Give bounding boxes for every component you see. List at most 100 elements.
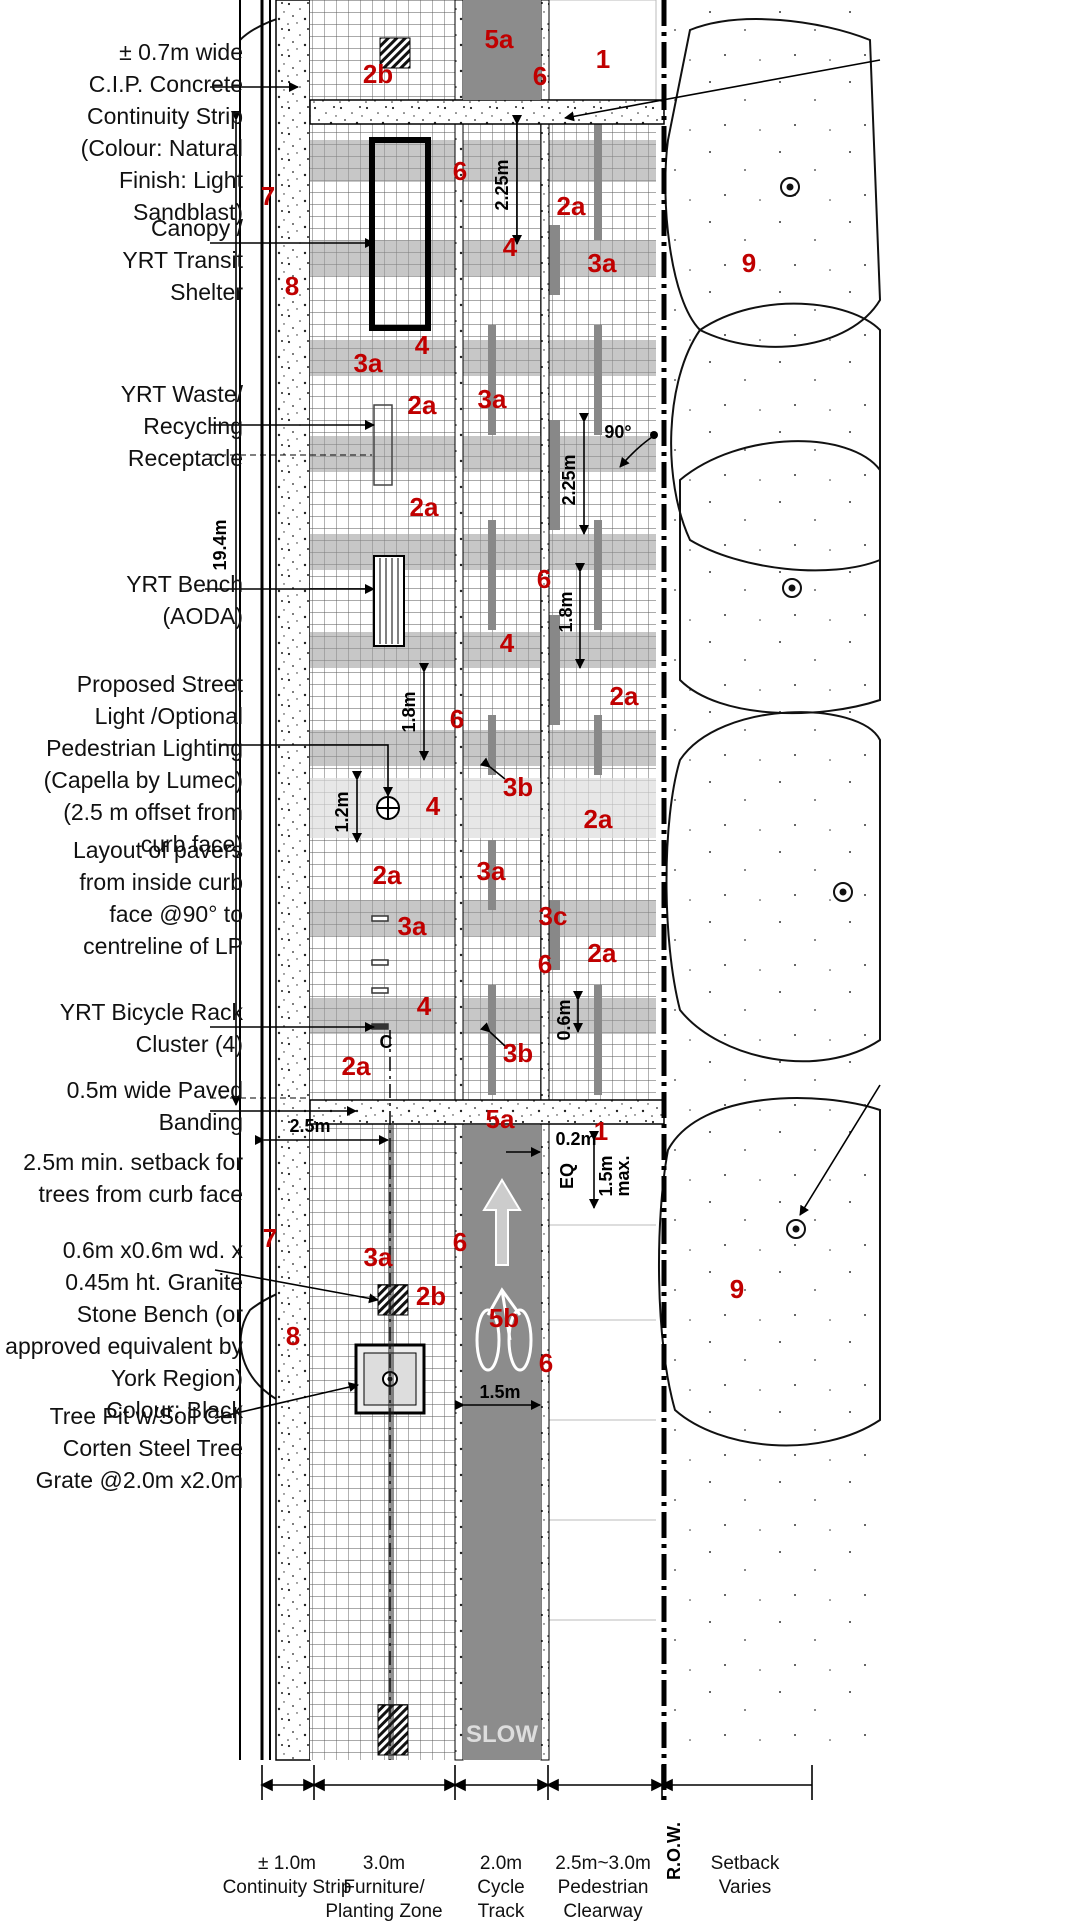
key-number-6: 6 [538, 949, 552, 979]
zone-name: Furniture/ Planting Zone [325, 1877, 443, 1922]
key-number-6: 6 [453, 1227, 467, 1257]
bicycle-symbol-icon [475, 1287, 533, 1372]
key-number-3a: 3a [354, 348, 383, 378]
curb-lines [239, 0, 271, 1760]
dim-1-8-right: 1.8m [556, 591, 576, 632]
cycle-track [462, 120, 542, 1120]
transit-shelter [369, 137, 431, 331]
setback-zone [664, 0, 879, 1760]
dim-2-25-top: 2.25m [492, 159, 512, 210]
callout-bike-rack: YRT Bicycle Rack Cluster (4) [59, 999, 243, 1057]
zone-width: 2.0m [479, 1853, 523, 1874]
key-number-2a: 2a [584, 804, 613, 834]
zone-setback: Setback Varies [690, 1828, 800, 1900]
dim-2-5: 2.5m [289, 1116, 330, 1136]
zone-dimension [260, 1765, 813, 1800]
callout-street-light: Proposed Street Light /Optional Pedestri… [43, 671, 243, 857]
key-number-1: 1 [596, 44, 610, 74]
key-number-1: 1 [594, 1116, 608, 1146]
key-number-6: 6 [450, 704, 464, 734]
key-number-2a: 2a [373, 860, 402, 890]
key-number-8: 8 [285, 271, 299, 301]
dim-eq: EQ [557, 1163, 577, 1189]
key-number-3c: 3c [539, 901, 568, 931]
angle-90: 90° [604, 422, 631, 442]
callout-waste-receptacle: YRT Waste/ Recycling Receptacle [120, 381, 243, 471]
callout-paver-layout: Layout of pavers from inside curb face @… [72, 837, 243, 959]
callout-tree-pit: Tree Pit w/Soil Cell Corten Steel Tree G… [35, 1403, 243, 1493]
key-number-8: 8 [286, 1321, 300, 1351]
dim-2-25-mid: 2.25m [559, 454, 579, 505]
key-number-2a: 2a [408, 390, 437, 420]
key-number-4: 4 [503, 232, 518, 262]
key-number-4: 4 [426, 791, 441, 821]
key-number-7: 7 [261, 181, 275, 211]
slow-marking: SLOW [466, 1721, 538, 1748]
continuity-strip [275, 0, 311, 1761]
key-number-4: 4 [415, 330, 430, 360]
key-number-4: 4 [417, 991, 432, 1021]
key-number-7: 7 [263, 1223, 277, 1253]
paved-banding-top [309, 99, 665, 125]
key-number-3b: 3b [503, 772, 533, 802]
key-number-5a: 5a [485, 24, 514, 54]
bike-rack-icons [371, 915, 389, 1030]
callout-continuity-strip: ± 0.7m wide C.I.P. Concrete Continuity S… [80, 39, 243, 225]
zone-name: Setback Varies [710, 1853, 780, 1898]
key-number-2a: 2a [557, 191, 586, 221]
key-number-6: 6 [453, 156, 467, 186]
centreline-mark: C [380, 1032, 393, 1052]
street-light-icon [376, 796, 400, 820]
key-number-3a: 3a [478, 384, 507, 414]
callout-tree-setback: 2.5m min. setback for trees from curb fa… [23, 1149, 243, 1207]
key-number-6: 6 [537, 564, 551, 594]
key-number-2a: 2a [410, 492, 439, 522]
arrow-marking [482, 1178, 522, 1266]
key-number-2a: 2a [588, 938, 617, 968]
dim-0-2: 0.2m [555, 1129, 596, 1149]
light-band [310, 778, 656, 838]
clearway-accent-bands [488, 120, 602, 1095]
key-number-2a: 2a [610, 681, 639, 711]
callout-paved-banding: 0.5m wide Paved Banding [66, 1077, 243, 1135]
zone-name: Continuity Strip [222, 1877, 352, 1898]
zone-width: 3.0m [362, 1853, 406, 1874]
separator-strip-1 [454, 0, 464, 1761]
key-number-3b: 3b [503, 1038, 533, 1068]
key-number-3a: 3a [398, 911, 427, 941]
callout-transit-shelter: Canopy / YRT Transit Shelter [122, 215, 243, 305]
bench-icon [373, 555, 405, 647]
tree-centres [780, 177, 853, 1239]
callout-bench: YRT Bench (AODA) [126, 571, 243, 629]
waste-receptacle [373, 404, 393, 486]
key-number-9: 9 [730, 1274, 744, 1304]
zone-width: ± 1.0m [258, 1853, 316, 1874]
dim-1-8-left: 1.8m [399, 691, 419, 732]
key-number-5a: 5a [486, 1104, 515, 1134]
key-number-2b: 2b [363, 59, 393, 89]
callout-granite-bench: 0.6m x0.6m wd. x 0.45m ht. Granite Stone… [5, 1237, 243, 1423]
separator-strip-2 [540, 0, 550, 1761]
key-number-6: 6 [533, 61, 547, 91]
key-number-2a: 2a [342, 1051, 371, 1081]
key-number-2b: 2b [416, 1281, 446, 1311]
zone-name: Cycle Track [477, 1877, 525, 1922]
key-number-6: 6 [539, 1348, 553, 1378]
dim-0-6: 0.6m [554, 999, 574, 1040]
key-number-3a: 3a [588, 248, 617, 278]
dim-19-4: 19.4m [210, 519, 230, 570]
dim-1-5-max: 1.5mmax. [596, 1155, 633, 1196]
dim-1-2: 1.2m [332, 791, 352, 832]
key-number-3a: 3a [477, 856, 506, 886]
zone-name: Pedestrian Clearway [557, 1877, 649, 1922]
key-number-5b: 5b [489, 1303, 519, 1333]
key-number-9: 9 [742, 248, 756, 278]
dim-1-5: 1.5m [479, 1382, 520, 1402]
row-label: R.O.W. [664, 1822, 684, 1880]
key-number-4: 4 [500, 628, 515, 658]
